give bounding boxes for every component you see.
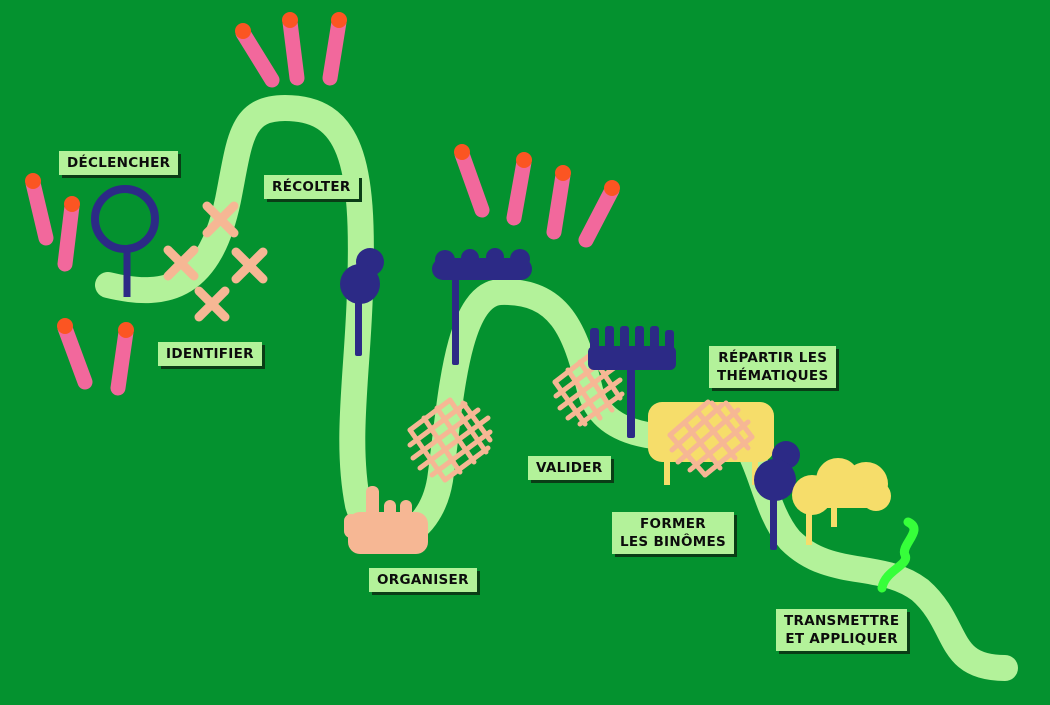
yellow-cloud-icon bbox=[792, 458, 891, 545]
label-organiser: ORGANISER bbox=[369, 568, 477, 592]
label-recolter: RÉCOLTER bbox=[264, 175, 359, 199]
label-identifier-text: IDENTIFIER bbox=[166, 346, 254, 362]
label-recolter-text: RÉCOLTER bbox=[272, 179, 351, 195]
label-transmettre-line-2: ET APPLIQUER bbox=[785, 631, 899, 647]
label-former-line-2: LES BINÔMES bbox=[620, 534, 727, 550]
label-transmettre: TRANSMETTRE ET APPLIQUER bbox=[776, 609, 908, 651]
hand-icon bbox=[344, 486, 428, 554]
rake-icon bbox=[588, 326, 676, 438]
process-path bbox=[95, 95, 1018, 681]
label-former-line-1: FORMER bbox=[640, 516, 706, 532]
burst-lines-top bbox=[235, 12, 347, 88]
burst-lines-middle bbox=[454, 144, 620, 248]
grid-icon-table bbox=[667, 399, 755, 478]
cloud-tree-icon bbox=[754, 441, 800, 550]
burst-lines-left bbox=[25, 173, 134, 396]
squiggle-icon bbox=[877, 517, 919, 593]
label-declencher: DÉCLENCHER bbox=[59, 151, 179, 175]
label-repartir: RÉPARTIR LES THÉMATIQUES bbox=[709, 346, 837, 388]
grid-icon bbox=[407, 397, 493, 483]
label-transmettre-line-1: TRANSMETTRE bbox=[784, 613, 900, 629]
label-repartir-line-2: THÉMATIQUES bbox=[717, 368, 829, 384]
label-declencher-text: DÉCLENCHER bbox=[67, 155, 171, 171]
tree-icon bbox=[340, 248, 384, 356]
label-valider-text: VALIDER bbox=[536, 460, 603, 476]
label-former: FORMER LES BINÔMES bbox=[612, 512, 735, 554]
label-repartir-line-1: RÉPARTIR LES bbox=[718, 350, 828, 366]
label-identifier: IDENTIFIER bbox=[158, 342, 262, 366]
cross-marks-icon bbox=[163, 201, 268, 322]
label-organiser-text: ORGANISER bbox=[377, 572, 469, 588]
magnifier-icon bbox=[91, 185, 159, 297]
label-valider: VALIDER bbox=[528, 456, 611, 480]
branch-icon bbox=[432, 248, 532, 365]
